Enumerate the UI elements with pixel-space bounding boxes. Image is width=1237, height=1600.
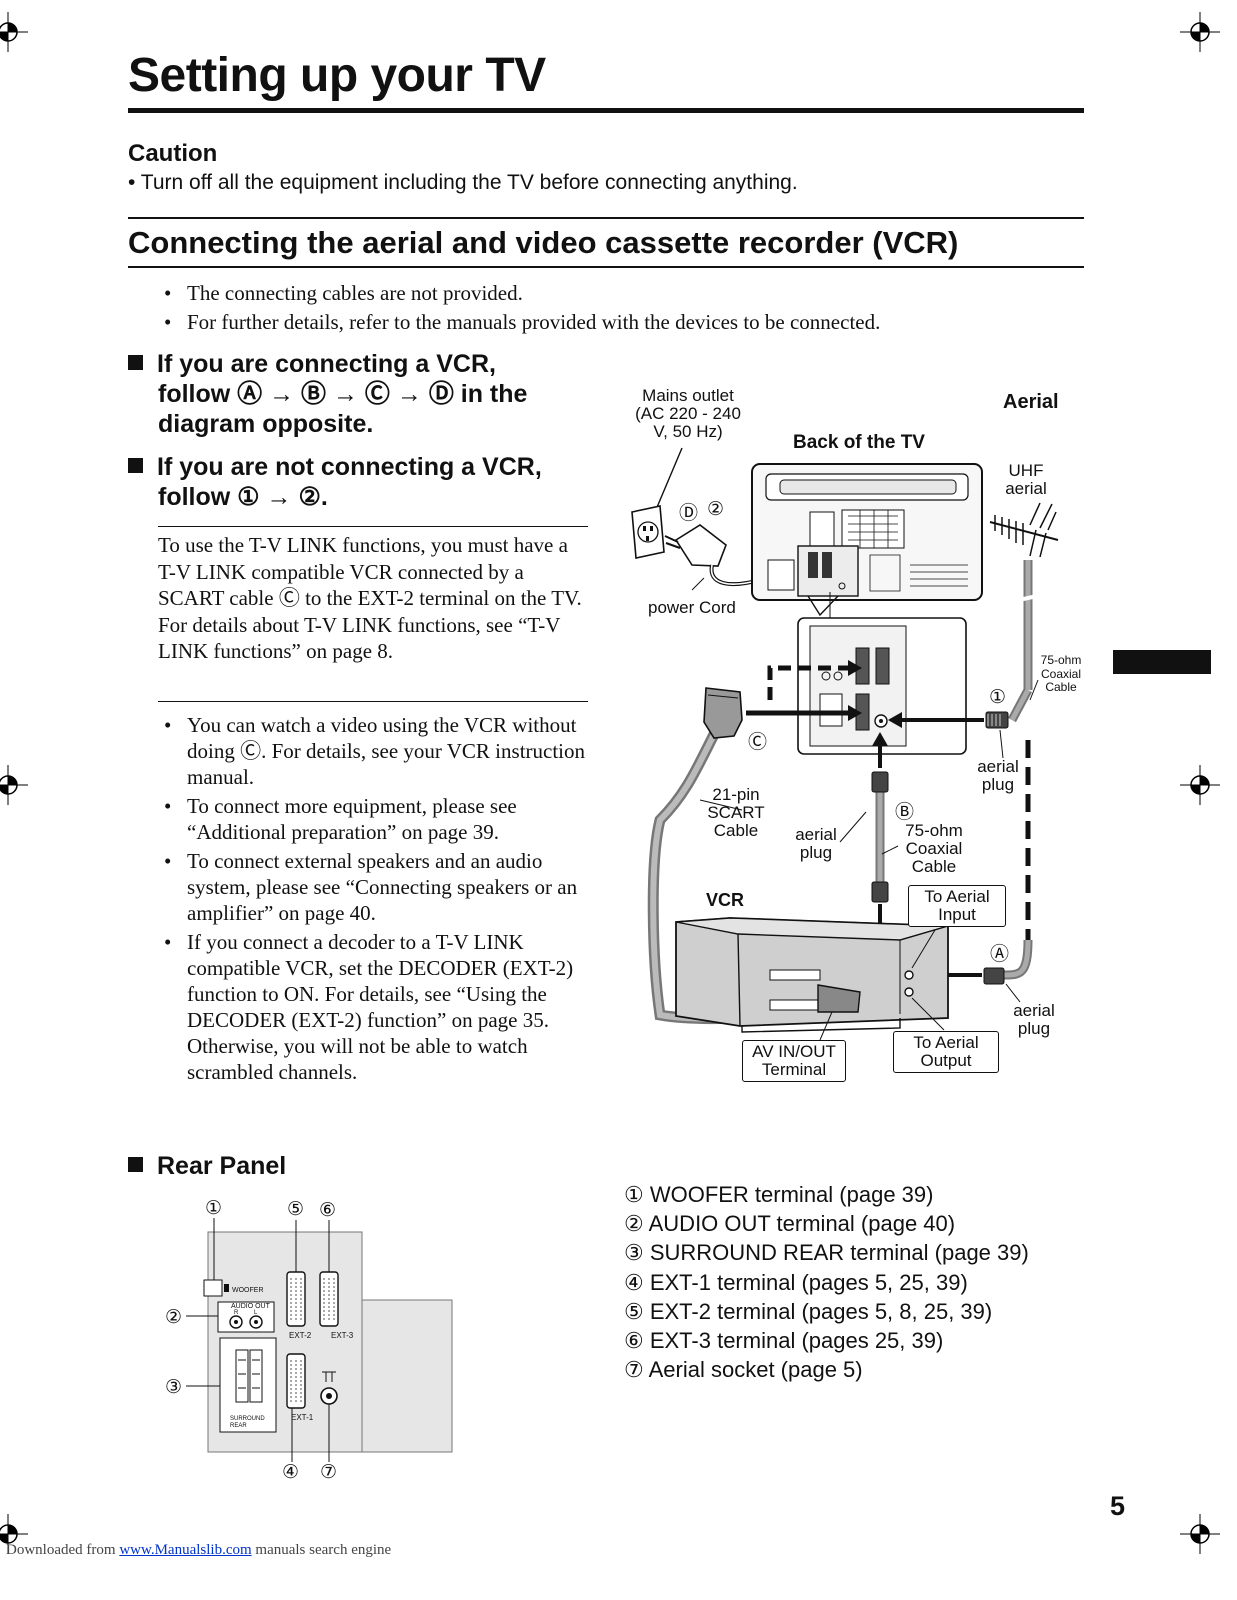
callout-5: ⑤ xyxy=(287,1199,305,1220)
surround-panel-label: SURROUND xyxy=(230,1416,265,1422)
marker-b: Ⓑ xyxy=(895,802,915,823)
tv-back-illustration xyxy=(751,463,983,601)
connection-diagram xyxy=(631,447,1059,1041)
note-rule xyxy=(158,526,588,527)
callout-4: ④ xyxy=(282,1462,300,1483)
caution-text: • Turn off all the equipment including t… xyxy=(128,171,798,194)
registration-mark xyxy=(0,765,28,805)
callout-6: ⑥ xyxy=(319,1200,337,1221)
list-item: ⑤ EXT-2 terminal (pages 5, 8, 25, 39) xyxy=(624,1298,993,1324)
section-rule-bottom xyxy=(128,266,1084,268)
callout-1: ① xyxy=(205,1198,223,1219)
rear-panel-heading: Rear Panel xyxy=(128,1151,286,1181)
list-item: You can watch a video using the VCR with… xyxy=(158,712,590,790)
registration-mark xyxy=(1180,765,1220,805)
note-rule xyxy=(158,701,588,702)
rear-panel-illustration xyxy=(186,1218,453,1462)
ext3-panel-label: EXT-3 xyxy=(331,1331,354,1340)
tips-list: You can watch a video using the VCR with… xyxy=(158,712,590,1088)
registration-mark xyxy=(1180,12,1220,52)
list-item: To connect external speakers and an audi… xyxy=(158,848,590,926)
back-of-tv-label: Back of the TV xyxy=(793,432,925,453)
callout-3: ③ xyxy=(165,1377,183,1398)
square-bullet-icon xyxy=(128,458,143,473)
list-item: To connect more equipment, please see “A… xyxy=(158,793,590,845)
ext1-panel-label: EXT-1 xyxy=(291,1413,314,1422)
marker-2: ② xyxy=(707,499,725,520)
square-bullet-icon xyxy=(128,1157,143,1172)
aerial-label: Aerial xyxy=(1003,391,1059,413)
list-item: ② AUDIO OUT terminal (page 40) xyxy=(624,1211,956,1237)
tv-terminal-panel-enlarged xyxy=(797,617,967,755)
page-title: Setting up your TV xyxy=(128,49,546,102)
woofer-panel-label: WOOFER xyxy=(232,1287,264,1294)
section-heading: Connecting the aerial and video cassette… xyxy=(128,225,959,260)
marker-d: Ⓓ xyxy=(679,503,699,524)
wall-outlet-icon xyxy=(631,505,665,559)
manualslib-link[interactable]: www.Manualslib.com xyxy=(119,1542,252,1558)
vcr-label: VCR xyxy=(706,890,745,910)
registration-mark xyxy=(0,1514,28,1554)
section-rule-top xyxy=(128,217,1084,219)
callout-2: ② xyxy=(165,1307,183,1328)
marker-1: ① xyxy=(989,687,1007,708)
footer: Downloaded from www.Manualslib.com manua… xyxy=(6,1542,392,1558)
no-vcr-instruction: If you are not connecting a VCR, follow … xyxy=(128,452,598,512)
power-plug-icon xyxy=(664,524,761,587)
audio-r-label: R xyxy=(234,1310,239,1316)
marker-c: Ⓒ xyxy=(748,732,768,753)
section-notes: The connecting cables are not provided. … xyxy=(158,279,1058,337)
title-rule xyxy=(128,108,1084,113)
uhf-aerial-icon xyxy=(989,502,1059,558)
page-number: 5 xyxy=(1110,1491,1126,1521)
tv-link-note: To use the T-V LINK functions, you must … xyxy=(158,533,582,663)
list-item: ① WOOFER terminal (page 39) xyxy=(624,1182,934,1207)
list-item: ⑦ Aerial socket (page 5) xyxy=(624,1357,863,1383)
list-item: If you connect a decoder to a T-V LINK c… xyxy=(158,929,590,1085)
marker-a: Ⓐ xyxy=(990,944,1010,965)
registration-mark xyxy=(0,12,28,52)
registration-mark xyxy=(1180,1514,1220,1554)
rear-panel-text-label: REAR xyxy=(230,1423,247,1429)
list-item: ③ SURROUND REAR terminal (page 39) xyxy=(624,1240,1029,1266)
power-cord-label: power Cord xyxy=(648,598,736,617)
note-item: The connecting cables are not provided. xyxy=(158,279,1058,308)
note-item: For further details, refer to the manual… xyxy=(158,308,1058,337)
ext2-panel-label: EXT-2 xyxy=(289,1331,312,1340)
caution-heading: Caution xyxy=(128,140,218,167)
terminal-list: ① WOOFER terminal (page 39) ② AUDIO OUT … xyxy=(624,1180,1029,1384)
callout-7: ⑦ xyxy=(320,1462,338,1483)
vcr-illustration xyxy=(675,917,949,1033)
list-item: ⑥ EXT-3 terminal (pages 25, 39) xyxy=(624,1328,944,1354)
audio-out-panel-label: AUDIO OUT xyxy=(231,1303,270,1310)
section-tab xyxy=(1113,650,1211,674)
square-bullet-icon xyxy=(128,355,143,370)
list-item: ④ EXT-1 terminal (pages 5, 25, 39) xyxy=(624,1269,968,1295)
vcr-instruction: If you are connecting a VCR, follow Ⓐ → … xyxy=(128,349,598,439)
audio-l-label: L xyxy=(254,1310,258,1316)
